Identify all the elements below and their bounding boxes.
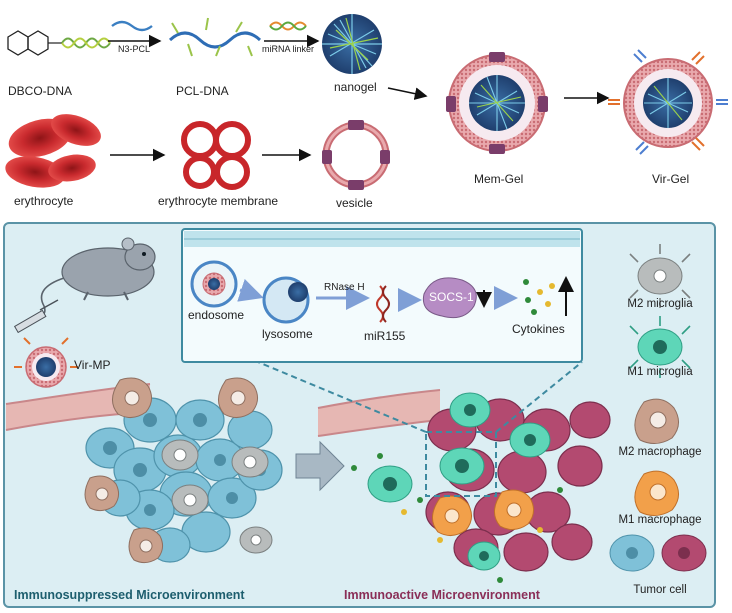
label-cytokines: Cytokines	[512, 322, 565, 336]
label-vesicle: vesicle	[336, 196, 373, 210]
label-pcl-dna: PCL-DNA	[176, 84, 229, 98]
label-endosome: endosome	[188, 308, 245, 322]
dbco-dna-structure	[7, 30, 111, 56]
legend-m2-microglia: M2 microglia	[627, 298, 693, 310]
label-mir155: miR155	[364, 329, 406, 343]
erythrocyte-cells	[5, 114, 101, 188]
label-lysosome: lysosome	[262, 327, 313, 341]
legend-m1-macrophage: M1 macrophage	[618, 514, 702, 526]
label-vir-gel: Vir-Gel	[652, 172, 690, 186]
label-nanogel: nanogel	[334, 80, 377, 94]
label-rnase-h: RNase H	[324, 282, 365, 293]
label-n3-pcl: N3-PCL	[118, 44, 151, 54]
pcl-strand-icon	[111, 20, 153, 32]
mem-gel-particle	[446, 52, 548, 154]
label-erythrocyte: erythrocyte	[14, 194, 74, 208]
legend-tumor-cell: Tumor cell	[633, 584, 687, 596]
label-dbco-dna: DBCO-DNA	[8, 84, 73, 98]
footer-immunoactive: Immunoactive Microenvironment	[344, 588, 540, 602]
pcl-dna-structure	[168, 17, 262, 57]
arrow-nanogel-to-memgel	[387, 87, 428, 100]
vir-gel-particle	[608, 49, 728, 155]
vesicle	[322, 120, 390, 190]
label-erythrocyte-membrane: erythrocyte membrane	[158, 194, 279, 208]
label-mirna-linker: miRNA linker	[262, 44, 315, 54]
footer-immunosuppressed: Immunosuppressed Microenvironment	[14, 588, 245, 602]
erythrocyte-membrane-rings	[181, 121, 251, 190]
linker-icon	[269, 21, 307, 31]
label-socs1: SOCS-1	[429, 290, 474, 304]
label-vir-mp: Vir-MP	[74, 358, 111, 372]
legend-m2-macrophage: M2 macrophage	[618, 446, 702, 458]
nanogel-particle	[322, 14, 382, 74]
legend-m1-microglia: M1 microglia	[627, 366, 693, 378]
label-mem-gel: Mem-Gel	[474, 172, 524, 186]
